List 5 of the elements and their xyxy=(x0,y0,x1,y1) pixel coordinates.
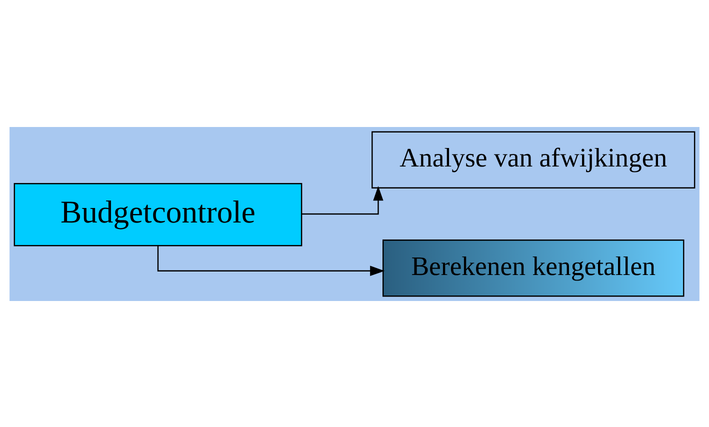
node-box: Budgetcontrole xyxy=(14,182,302,246)
arrow xyxy=(302,186,384,214)
node-box: Berekenen kengetallen xyxy=(382,239,684,296)
arrow xyxy=(157,245,385,276)
node-box: Analyse van afwijkingen xyxy=(372,130,696,188)
